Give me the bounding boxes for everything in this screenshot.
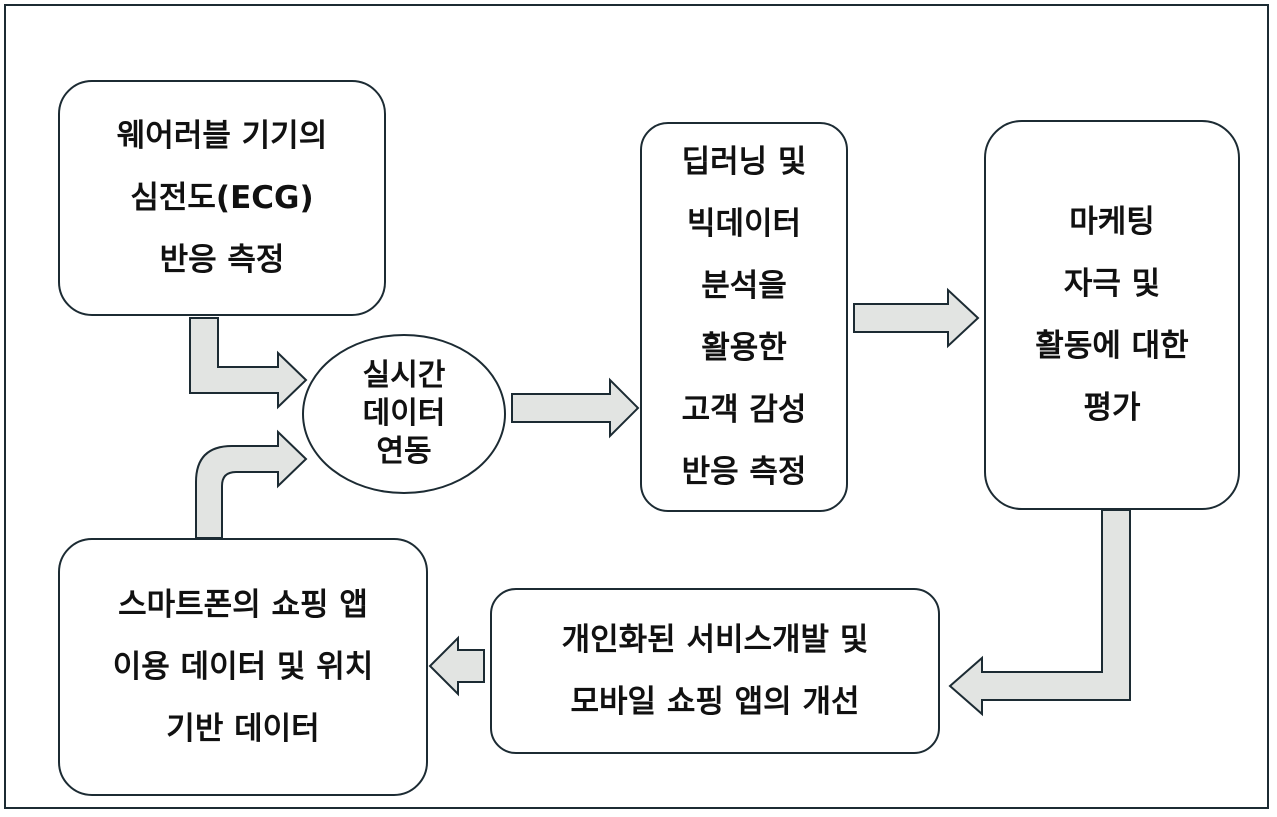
node-line: 웨어러블 기기의 (116, 118, 328, 154)
node-line: 연동 (376, 434, 432, 469)
node-line: 기반 데이터 (166, 711, 320, 747)
node-deep-learning: 딥러닝 및 빅데이터 분석을 활용한 고객 감성 반응 측정 (640, 122, 848, 512)
arrow-deep-to-marketing (853, 287, 980, 349)
node-line: 활동에 대한 (1035, 328, 1189, 364)
arrow-smartphone-to-realtime (195, 429, 308, 539)
node-line: 실시간 (362, 358, 446, 393)
arrow-ecg-to-realtime (189, 317, 308, 410)
arrow-realtime-to-deep (511, 377, 640, 439)
node-line: 딥러닝 및 (681, 144, 807, 180)
node-line: 활용한 (701, 330, 787, 366)
node-line: 빅데이터 (686, 206, 802, 242)
arrow-marketing-to-personal (948, 509, 1131, 717)
node-line: 심전도(ECG) (130, 180, 314, 216)
node-line: 마케팅 (1069, 204, 1155, 240)
node-wearable-ecg: 웨어러블 기기의 심전도(ECG) 반응 측정 (58, 80, 386, 316)
node-realtime-data: 실시간 데이터 연동 (302, 334, 506, 494)
node-line: 분석을 (701, 268, 787, 304)
node-marketing-evaluation: 마케팅 자극 및 활동에 대한 평가 (984, 120, 1240, 510)
node-line: 개인화된 서비스개발 및 (561, 622, 869, 658)
diagram-frame (4, 4, 1269, 809)
node-line: 데이터 (362, 396, 446, 431)
node-line: 이용 데이터 및 위치 (112, 649, 374, 685)
node-line: 반응 측정 (681, 454, 807, 490)
node-line: 스마트폰의 쇼핑 앱 (118, 587, 368, 623)
node-line: 고객 감성 (681, 392, 807, 428)
node-line: 자극 및 (1063, 266, 1161, 302)
node-line: 반응 측정 (159, 242, 285, 278)
node-smartphone-data: 스마트폰의 쇼핑 앱 이용 데이터 및 위치 기반 데이터 (58, 538, 428, 796)
arrow-personal-to-smartphone (428, 635, 485, 697)
node-personalized-service: 개인화된 서비스개발 및 모바일 쇼핑 앱의 개선 (490, 588, 940, 754)
node-line: 평가 (1083, 390, 1141, 426)
node-line: 모바일 쇼핑 앱의 개선 (570, 684, 860, 720)
